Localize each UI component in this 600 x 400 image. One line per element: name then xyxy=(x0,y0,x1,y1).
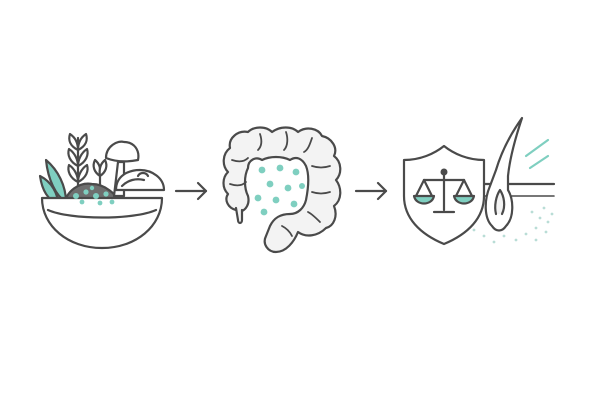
porridge-swirl xyxy=(136,171,150,178)
hair-follicle-icon xyxy=(484,116,524,232)
bowl-rim-line xyxy=(46,208,158,219)
microbiome-dots xyxy=(254,164,305,216)
herb-leaf xyxy=(76,132,88,152)
skin-dots xyxy=(472,206,554,244)
colon-outline xyxy=(222,126,342,254)
intestine-icon xyxy=(222,126,342,254)
bowl-body xyxy=(40,196,164,250)
food-bowl-icon xyxy=(38,132,166,250)
balance-scale-icon xyxy=(412,168,476,214)
herb-leaf xyxy=(67,163,80,184)
arrow-right-icon xyxy=(174,181,208,201)
herb-leaf xyxy=(76,163,89,184)
herb-leaf xyxy=(68,132,80,152)
sprout-leaf xyxy=(98,158,108,178)
herb-leaf xyxy=(76,147,89,168)
grain-dots xyxy=(73,185,115,206)
mushroom-cap xyxy=(104,140,140,163)
arrow-right-icon xyxy=(354,181,388,201)
porridge-swirl xyxy=(120,178,146,188)
herb-leaf xyxy=(67,147,80,168)
shine-lines xyxy=(524,138,550,170)
appendix xyxy=(234,206,244,225)
colon-folds xyxy=(229,131,331,237)
